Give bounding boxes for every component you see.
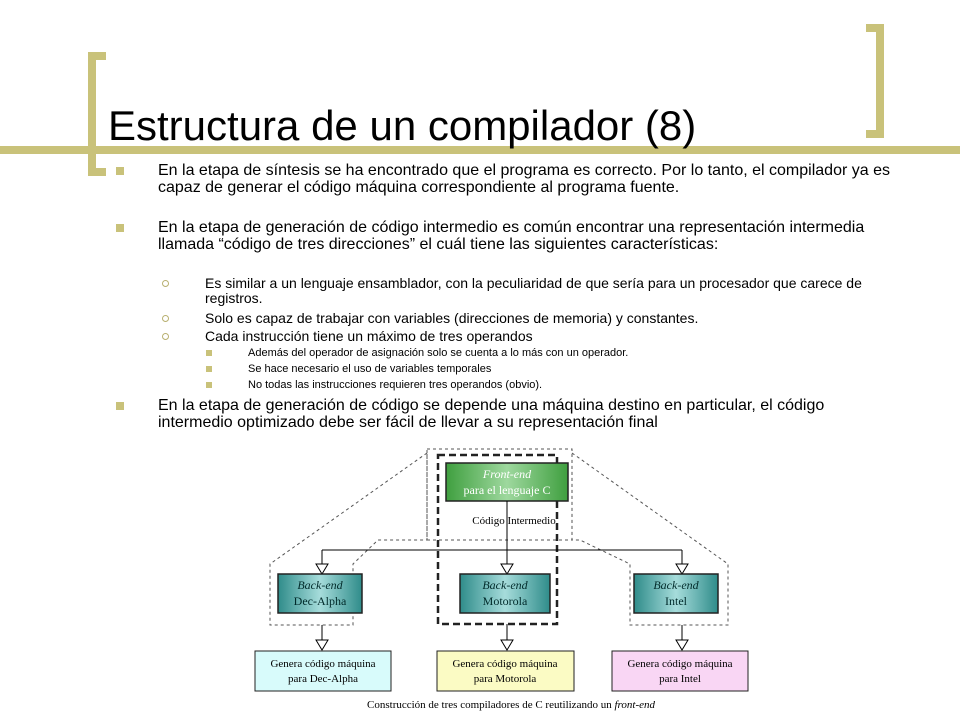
bullet-marker [116, 402, 124, 410]
output-arrow-intel [675, 639, 689, 651]
output-motorola-line1: Genera código máquina [452, 658, 557, 670]
sub-bullet-marker [162, 315, 169, 322]
bullet-marker [116, 224, 124, 232]
output-arrow-motorola [500, 639, 514, 651]
dashed-front-end-frame [426, 448, 573, 541]
output-motorola-box [436, 650, 575, 692]
back-end-dec-target: Dec-Alpha [294, 594, 347, 608]
back-end-motorola-target: Motorola [483, 594, 528, 608]
sub-sub-bullet-text: No todas las instrucciones requieren tre… [248, 379, 543, 391]
slide-title: Estructura de un compilador (8) [108, 102, 697, 149]
back-end-dec-title: Back-end [297, 578, 343, 592]
sub-bullet-text: Cada instrucción tiene un máximo de tres… [205, 328, 533, 344]
arrow-intel [675, 563, 689, 575]
bullet-marker [116, 167, 124, 175]
sub-sub-bullet-marker [206, 382, 212, 388]
output-intel-line2: para Intel [659, 673, 701, 685]
front-end-title: Front-end [482, 467, 532, 481]
left-bracket-bottom [88, 168, 106, 176]
sub-bullet-marker [162, 280, 169, 287]
right-bracket-bottom [866, 130, 884, 138]
back-end-motorola-box [459, 573, 551, 614]
sub-sub-bullet-marker [206, 366, 212, 372]
front-end-subtitle: para el lenguaje C [464, 483, 551, 497]
output-dec-line2: para Dec-Alpha [288, 673, 358, 685]
back-end-motorola-title: Back-end [482, 578, 528, 592]
output-dec-box [254, 650, 392, 692]
right-bracket-top [866, 24, 884, 32]
back-end-dec-box [277, 573, 363, 614]
back-end-intel-title: Back-end [653, 578, 699, 592]
back-end-intel-target: Intel [665, 594, 688, 608]
dashed-outline-right [571, 452, 729, 626]
sub-sub-bullet-text: Se hace necesario el uso de variables te… [248, 363, 492, 375]
back-end-intel-box [633, 573, 719, 614]
title-underline [0, 146, 960, 154]
output-intel-line1: Genera código máquina [627, 658, 732, 670]
sub-sub-bullet-marker [206, 350, 212, 356]
output-dec-line1: Genera código máquina [270, 658, 375, 670]
intermediate-code-label: Código Intermedio [472, 515, 556, 527]
bullet-text: En la etapa de síntesis se ha encontrado… [158, 162, 890, 196]
bullet-text: En la etapa de generación de código se d… [158, 397, 825, 431]
output-motorola-line2: para Motorola [474, 673, 537, 685]
arrow-motorola [500, 563, 514, 575]
diagram-caption: Construcción de tres compiladores de C r… [367, 699, 655, 711]
sub-bullet-marker [162, 333, 169, 340]
sub-bullet-text: Solo es capaz de trabajar con variables … [205, 310, 699, 326]
output-intel-box [611, 650, 749, 692]
dashed-motorola-frame [436, 453, 559, 626]
bullet-text: En la etapa de generación de código inte… [158, 219, 865, 253]
output-arrow-dec [315, 639, 329, 651]
arrow-dec [315, 563, 329, 575]
caption-prefix: Construcción de tres compiladores de C r… [367, 699, 612, 711]
sub-bullet-text: Es similar a un lenguaje ensamblador, co… [205, 275, 862, 306]
sub-sub-bullet-text: Además del operador de asignación solo s… [248, 347, 629, 359]
compiler-diagram: Front-end para el lenguaje C Código Inte… [254, 448, 749, 711]
left-bracket-top [88, 52, 106, 60]
right-bracket-vertical [876, 24, 884, 138]
left-bracket-vertical [88, 52, 96, 176]
caption-emphasis: front-end [614, 699, 655, 711]
